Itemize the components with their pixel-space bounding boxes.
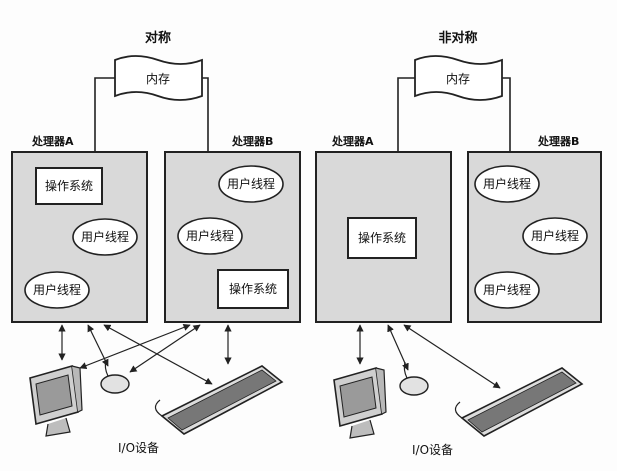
- memory-label-left: 内存: [146, 72, 170, 86]
- symmetric-section: 对称 内存 处理器A 操作系统 用户线程 用户线程 处理器B 用户线程 用: [11, 30, 301, 455]
- thread-label-left-b-1: 用户线程: [227, 176, 275, 191]
- io-label-right: I/O设备: [412, 443, 453, 457]
- asymmetric-section: 非对称 内存 处理器A 操作系统 处理器B 用户线程 用户线程 用户线程: [315, 30, 602, 457]
- mouse-icon-left: [100, 359, 130, 394]
- bus-wire-left-a: [94, 77, 115, 152]
- processor-b-left: 处理器B 用户线程 用户线程 操作系统: [164, 134, 301, 323]
- thread-ellipse-right-b-3: [474, 271, 540, 309]
- symmetric-title: 对称: [145, 30, 171, 46]
- memory-block-left: 内存: [114, 55, 203, 101]
- processor-b-label-right: 处理器B: [537, 134, 579, 148]
- arrow-a-mouse-left: [87, 324, 109, 367]
- processor-b-label-left: 处理器B: [231, 134, 273, 148]
- arrow-a-keyboard-right: [403, 324, 501, 389]
- monitor-icon-left: [29, 364, 83, 437]
- os-label-left-b: 操作系统: [229, 281, 277, 296]
- keyboard-icon-left: [154, 365, 284, 435]
- arrow-b-mouse-left: [129, 324, 201, 373]
- thread-label-left-a-1: 用户线程: [81, 229, 129, 244]
- processor-a-label-right: 处理器A: [331, 134, 374, 148]
- bus-wire-right-a: [397, 77, 415, 152]
- thread-label-left-b-2: 用户线程: [186, 228, 234, 243]
- thread-ellipse-left-a-2: [24, 271, 90, 309]
- bus-wire-left-b: [202, 77, 209, 152]
- io-label-left: I/O设备: [118, 441, 159, 455]
- thread-ellipse-left-b-2: [177, 217, 243, 255]
- asymmetric-title: 非对称: [438, 30, 477, 46]
- memory-block-right: 内存: [414, 55, 503, 101]
- processor-a-label-left: 处理器A: [31, 134, 74, 148]
- thread-ellipse-left-a-1: [72, 218, 138, 256]
- processor-b-right: 处理器B 用户线程 用户线程 用户线程: [467, 134, 602, 323]
- os-label-right-a: 操作系统: [358, 230, 406, 245]
- os-label-left-a: 操作系统: [45, 178, 93, 193]
- keyboard-icon-right: [454, 367, 584, 437]
- bus-wire-right-b: [502, 77, 511, 152]
- mouse-icon-right: [399, 361, 429, 396]
- thread-label-right-b-1: 用户线程: [483, 176, 531, 191]
- monitor-icon-right: [333, 366, 387, 439]
- processor-a-left: 处理器A 操作系统 用户线程 用户线程: [11, 134, 148, 323]
- thread-label-right-b-2: 用户线程: [531, 228, 579, 243]
- processor-a-right: 处理器A 操作系统: [315, 134, 452, 323]
- thread-label-left-a-2: 用户线程: [33, 282, 81, 297]
- thread-ellipse-left-b-1: [218, 165, 284, 203]
- memory-label-right: 内存: [446, 72, 470, 86]
- arrow-b-monitor-left: [79, 324, 191, 369]
- io-devices-left: I/O设备: [29, 324, 284, 455]
- thread-label-right-b-3: 用户线程: [483, 282, 531, 297]
- os-box-left-a: [35, 167, 103, 205]
- thread-ellipse-right-b-2: [522, 217, 588, 255]
- arrow-a-mouse-right: [387, 324, 409, 371]
- io-devices-right: I/O设备: [333, 324, 584, 457]
- os-box-right-a: [347, 217, 417, 259]
- thread-ellipse-right-b-1: [474, 165, 540, 203]
- os-box-left-b: [217, 269, 289, 309]
